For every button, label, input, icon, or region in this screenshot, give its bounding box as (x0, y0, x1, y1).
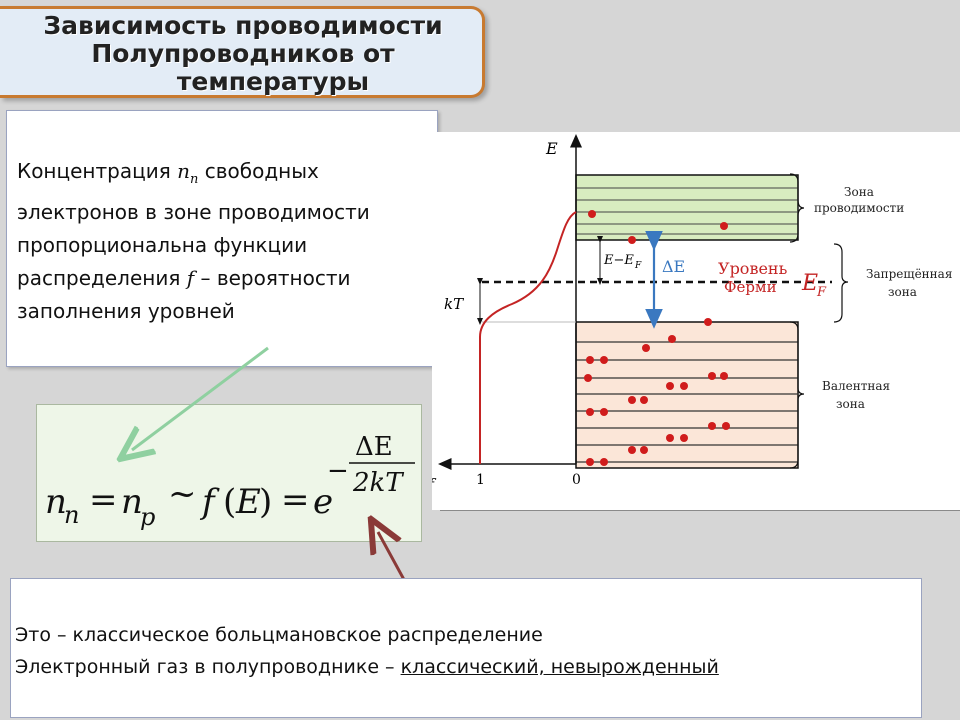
delta-E-label: ΔE (662, 257, 685, 276)
title-box (0, 6, 485, 98)
formula-f: f (199, 482, 220, 522)
formula-n-sub: n (64, 501, 79, 529)
conduction-band-label-2: проводимости (814, 201, 904, 215)
electron (666, 382, 674, 390)
electron (680, 382, 688, 390)
electron (708, 422, 716, 430)
description-text: Концентрация nn свободных электронов в з… (17, 155, 437, 328)
conduction-band (575, 174, 799, 241)
formula-equals-1: = (89, 480, 118, 520)
electron (588, 210, 596, 218)
electron (640, 446, 648, 454)
bottom-box: Это – классическое больцмановское распре… (10, 578, 922, 718)
tick-1-label: 1 (476, 472, 485, 488)
EF-label: E (801, 271, 818, 296)
bottom-line-2: Электронный газ в полупроводнике – класс… (15, 651, 719, 683)
title-line-1: Зависимость проводимости (43, 11, 443, 40)
n-subscript: n (190, 172, 199, 187)
formula-svg: n n = n p ~ f ( E ) = e − ΔE 2kT (45, 432, 415, 531)
tick-0-label: 0 (572, 472, 581, 488)
electron (628, 446, 636, 454)
forbidden-brace (833, 243, 849, 323)
distribution-curve (479, 211, 577, 464)
E-minus-EF-sub: F (634, 261, 642, 271)
band-diagram-svg: E f 1 0 kT E−E F ΔE Уровень Ферми E F Зо… (427, 134, 952, 494)
formula-n: n (45, 482, 67, 522)
formula-numerator: ΔE (355, 432, 393, 462)
n-symbol: n (177, 159, 190, 183)
fermi-level-text-1: Уровень (718, 259, 788, 278)
title-line-3: температуры (176, 67, 370, 96)
valence-band-label-1: Валентная (822, 379, 890, 393)
valence-band (575, 321, 799, 469)
fermi-level-text-2: Ферми (724, 278, 777, 296)
electron (584, 374, 592, 382)
title-line-2: Полупроводников от (91, 39, 395, 68)
bottom-text: Это – классическое больцмановское распре… (15, 619, 719, 683)
formula-denominator: 2kT (352, 468, 404, 498)
formula-np-sub: p (140, 503, 155, 531)
conduction-brace (789, 173, 805, 243)
formula-E: E (235, 482, 261, 522)
slide-title: Зависимость проводимости Полупроводников… (0, 12, 486, 96)
valence-band-label-2: зона (836, 397, 865, 411)
electron (666, 434, 674, 442)
electron (600, 458, 608, 466)
electron (680, 434, 688, 442)
EF-sub: F (816, 285, 827, 300)
forbidden-band-label-2: зона (888, 285, 917, 299)
electron (668, 335, 676, 343)
electron (720, 372, 728, 380)
forbidden-band-label-1: Запрещённая (866, 267, 952, 281)
electron (628, 396, 636, 404)
electrons (584, 210, 730, 466)
electron (704, 318, 712, 326)
electron (600, 408, 608, 416)
bottom-line-2-underlined: классический, невырожденный (400, 656, 719, 678)
bottom-line-1: Это – классическое больцмановское распре… (15, 624, 543, 646)
formula-rparen: ) (259, 482, 272, 522)
valence-brace (789, 321, 805, 469)
bottom-line-2-prefix: Электронный газ в полупроводнике – (15, 656, 401, 678)
electron (708, 372, 716, 380)
axis-E-label: E (545, 139, 558, 158)
formula-equals-2: = (281, 480, 310, 520)
description-part-3: – вероятности заполнения уровней (17, 266, 351, 323)
kT-label: kT (444, 295, 464, 313)
formula-e: e (313, 482, 333, 522)
conduction-band-levels (576, 187, 798, 235)
electron (586, 356, 594, 364)
formula-tilde: ~ (168, 474, 197, 514)
electron (600, 356, 608, 364)
electron (640, 396, 648, 404)
description-part-1: Концентрация (17, 159, 178, 183)
electron (722, 422, 730, 430)
electron (720, 222, 728, 230)
f-symbol: f (186, 266, 195, 290)
formula-minus: − (327, 456, 349, 486)
electron (586, 408, 594, 416)
conduction-band-label-1: Зона (844, 185, 874, 199)
description-part-2: свободных электронов в зоне проводимости… (17, 159, 370, 290)
band-diagram: E f 1 0 kT E−E F ΔE Уровень Ферми E F Зо… (427, 132, 960, 510)
valence-band-levels (576, 341, 798, 463)
formula-box: n n = n p ~ f ( E ) = e − ΔE 2kT (36, 404, 422, 542)
formula-lparen: ( (223, 482, 236, 522)
electron (642, 344, 650, 352)
axis-f-label: f (432, 475, 437, 494)
formula-np: n (121, 482, 143, 522)
description-box: Концентрация nn свободных электронов в з… (6, 110, 438, 367)
E-minus-EF-label: E−E (603, 253, 634, 268)
electron (586, 458, 594, 466)
electron (628, 236, 636, 244)
